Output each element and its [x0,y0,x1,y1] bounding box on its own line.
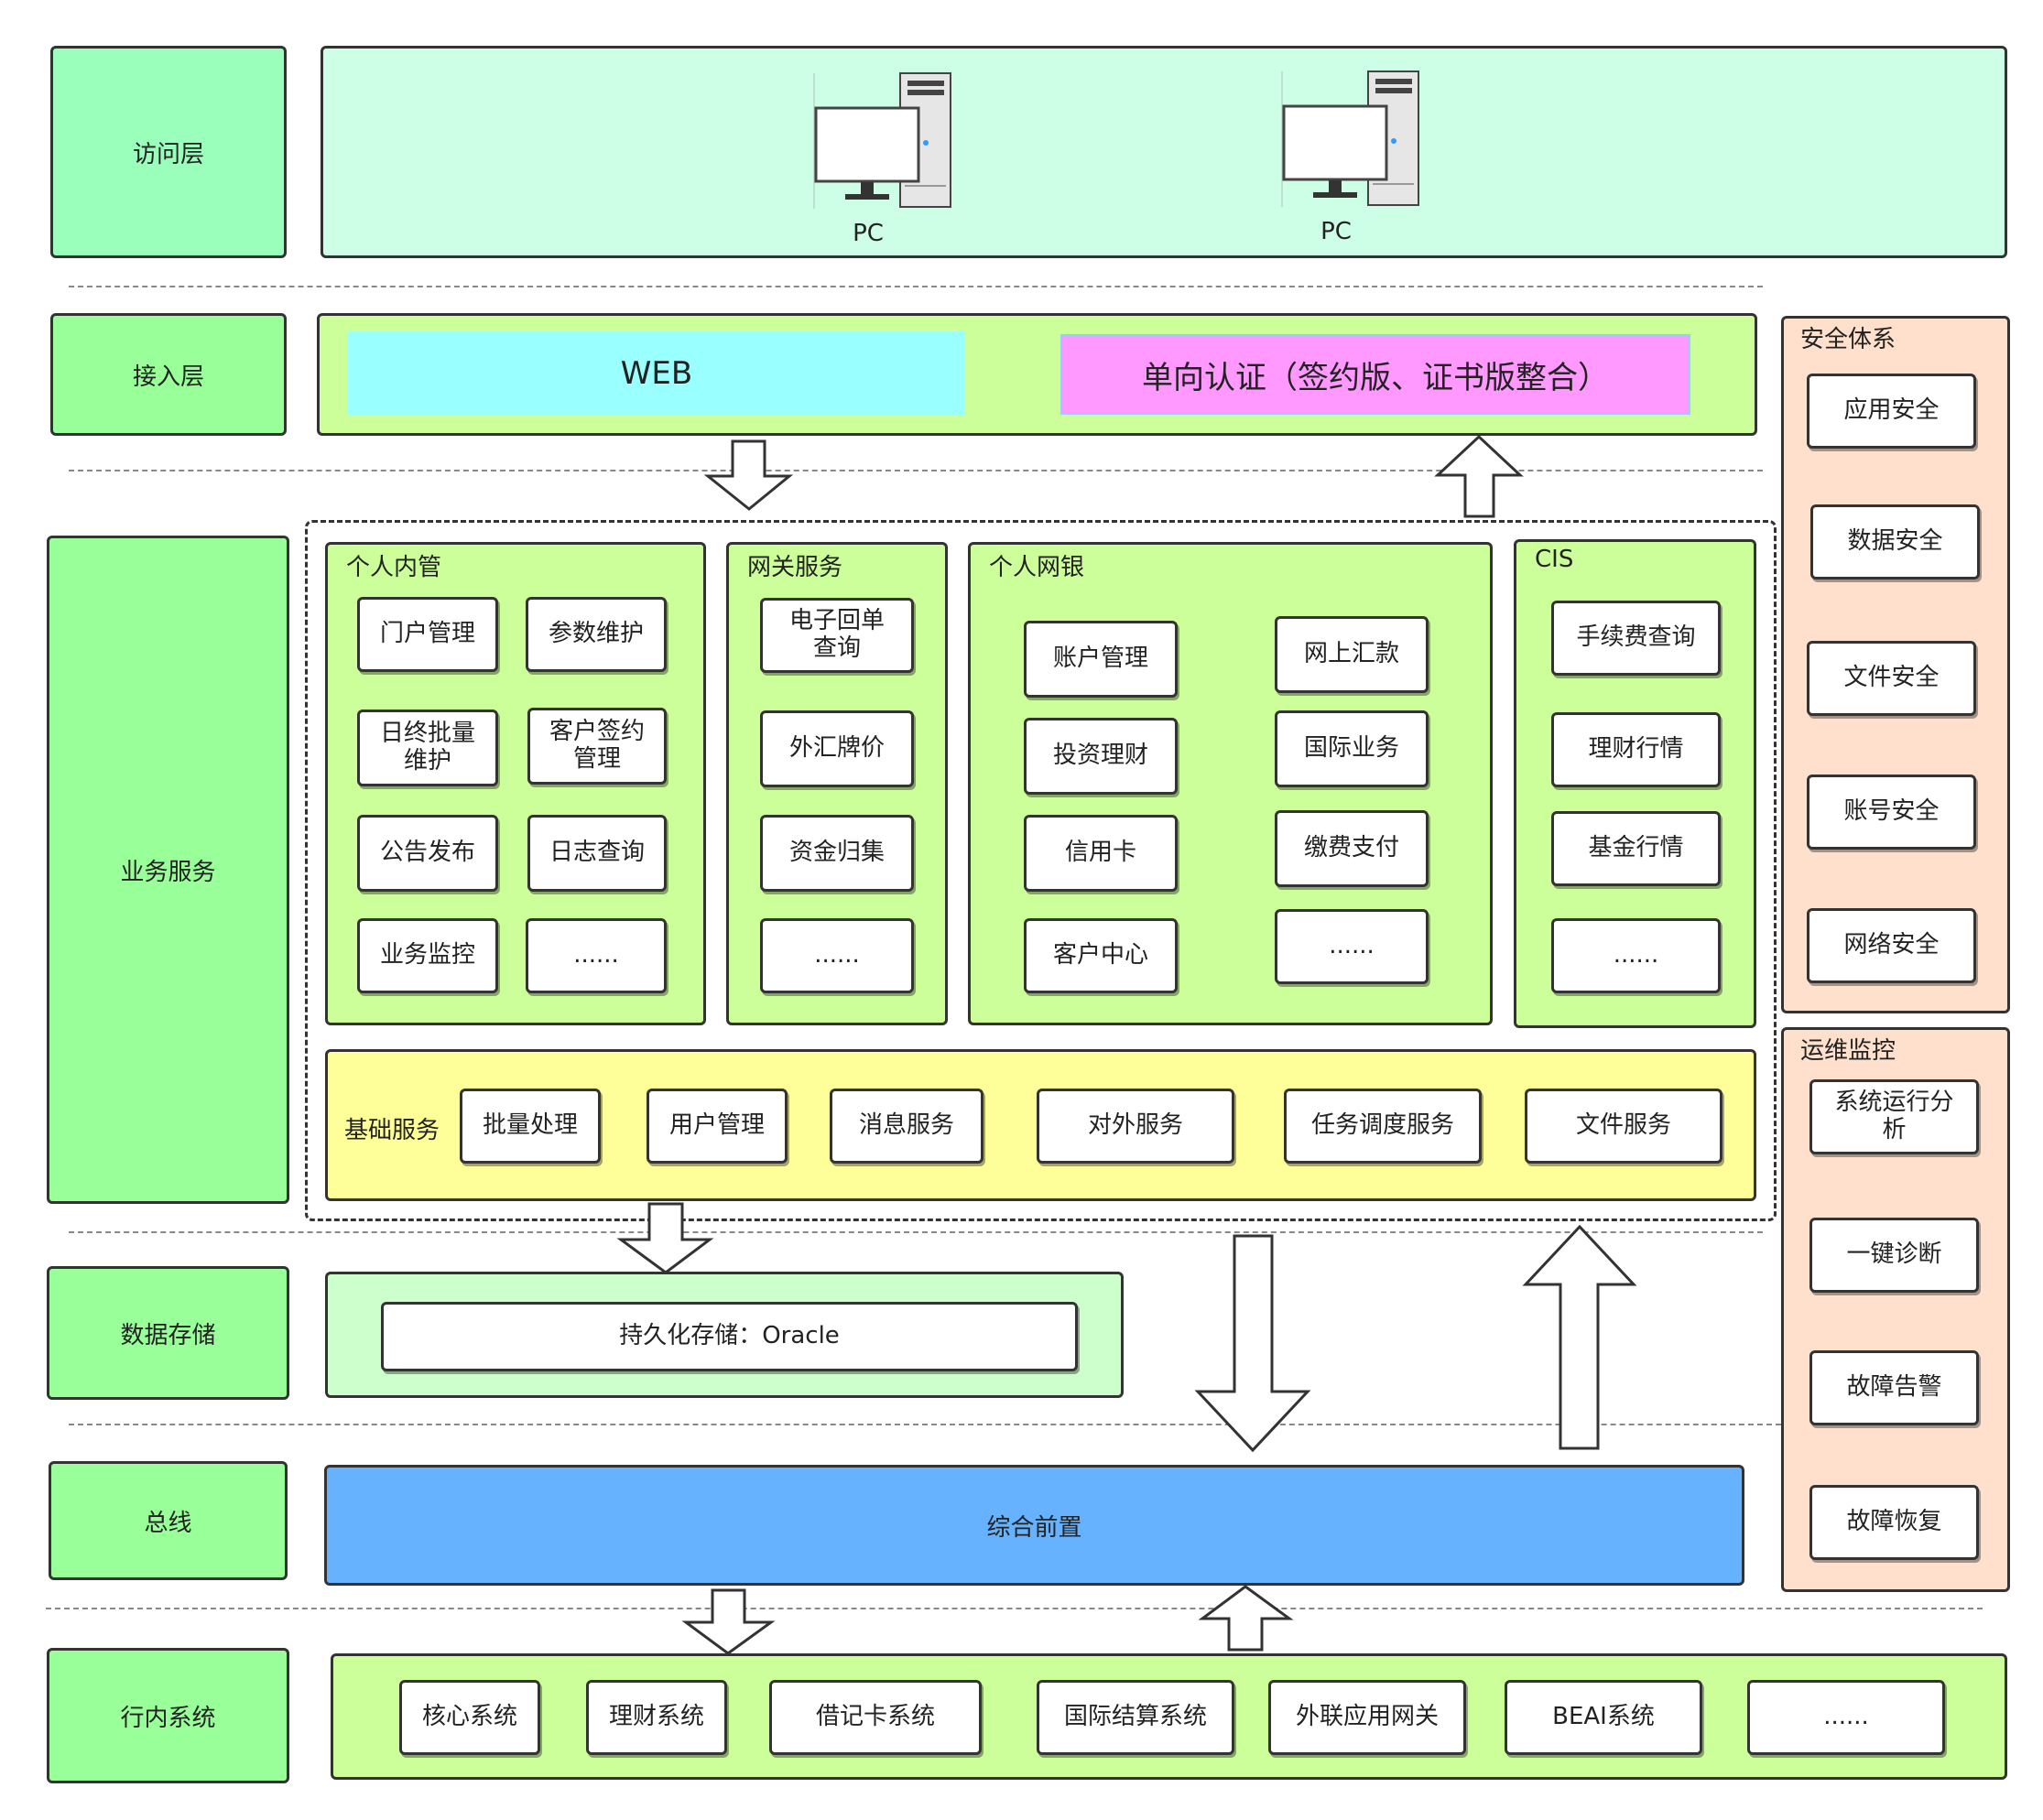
layer-label-access: 访问层 [50,46,287,258]
security-box[interactable]: 账号安全 [1807,775,1976,850]
panel-title: 网关服务 [747,554,843,581]
pc-label: PC [853,220,884,247]
service-box[interactable]: 消息服务 [830,1089,983,1164]
separator [69,1231,1763,1233]
panel-title: 个人内管 [346,554,442,581]
system-box[interactable]: 核心系统 [399,1680,540,1755]
access-panel: PC PC [321,46,2007,258]
separator [69,286,1763,287]
separator [69,470,1763,471]
arrow-up [1522,1224,1637,1450]
arrow-up [1198,1585,1294,1652]
module-box[interactable]: 手续费查询 [1551,601,1721,676]
module-box[interactable]: 账户管理 [1024,621,1178,698]
service-box[interactable]: 文件服务 [1525,1089,1722,1164]
arrow-down [1194,1234,1311,1453]
service-box[interactable]: 批量处理 [460,1089,601,1164]
panel-title: 个人网银 [989,554,1085,581]
panel-title: CIS [1535,546,1574,573]
arrow-down [703,439,794,511]
pc-2: PC [1281,70,1428,245]
bus-panel: 综合前置 [324,1465,1744,1586]
module-box[interactable]: 外汇牌价 [760,710,914,787]
service-box[interactable]: 任务调度服务 [1284,1089,1482,1164]
pc-label: PC [1320,218,1352,245]
module-box[interactable]: 日志查询 [527,815,667,892]
security-box[interactable]: 应用安全 [1807,374,1976,449]
layer-label-business: 业务服务 [47,536,289,1204]
system-box[interactable]: 外联应用网关 [1268,1680,1466,1755]
service-box[interactable]: 对外服务 [1037,1089,1234,1164]
module-box[interactable]: 网上汇款 [1275,616,1429,693]
system-box[interactable]: ...... [1747,1680,1945,1755]
pc-icon [1281,70,1419,207]
module-box[interactable]: ...... [1275,909,1429,984]
system-box[interactable]: 借记卡系统 [769,1680,982,1755]
module-box[interactable]: ...... [1551,918,1721,993]
arrow-down [681,1588,776,1655]
pc-1: PC [813,71,960,247]
layer-label-ingress: 接入层 [50,313,287,436]
module-box[interactable]: 电子回单查询 [760,598,914,673]
auth-box: 单向认证（签约版、证书版整合） [1060,334,1690,415]
ops-box[interactable]: 一键诊断 [1809,1218,1979,1293]
panel-title: 运维监控 [1800,1037,1896,1065]
system-box[interactable]: 理财系统 [586,1680,727,1755]
ops-box[interactable]: 故障告警 [1809,1350,1979,1425]
module-box[interactable]: 参数维护 [526,597,667,672]
module-box[interactable]: 资金归集 [760,815,914,892]
panel-title: 基础服务 [344,1117,440,1144]
security-box[interactable]: 文件安全 [1807,641,1976,716]
module-box[interactable]: ...... [526,918,667,993]
module-box[interactable]: 理财行情 [1551,712,1721,787]
panel-title: 安全体系 [1800,326,1896,353]
arrow-up [1434,434,1524,518]
system-box[interactable]: 国际结算系统 [1037,1680,1234,1755]
module-box[interactable]: ...... [760,918,914,993]
ops-box[interactable]: 系统运行分析 [1809,1079,1979,1154]
security-box[interactable]: 数据安全 [1810,504,1980,580]
service-box[interactable]: 用户管理 [647,1089,788,1164]
module-box[interactable]: 基金行情 [1551,811,1721,886]
web-box: WEB [348,331,965,416]
module-box[interactable]: 投资理财 [1024,718,1178,795]
storage-box[interactable]: 持久化存储：Oracle [381,1302,1078,1371]
layer-label-internal: 行内系统 [47,1648,289,1783]
business-container [305,520,1777,1221]
module-box[interactable]: 门户管理 [357,597,498,672]
module-box[interactable]: 信用卡 [1024,815,1178,892]
separator [69,1424,1781,1425]
security-box[interactable]: 网络安全 [1807,908,1976,983]
module-box[interactable]: 客户中心 [1024,918,1178,993]
system-box[interactable]: BEAI系统 [1505,1680,1702,1755]
module-box[interactable]: 日终批量维护 [357,710,498,786]
module-box[interactable]: 公告发布 [357,815,498,892]
layer-label-storage: 数据存储 [47,1266,289,1400]
ops-box[interactable]: 故障恢复 [1809,1485,1979,1560]
pc-icon [813,72,951,209]
module-box[interactable]: 国际业务 [1275,710,1429,787]
module-box[interactable]: 缴费支付 [1275,810,1429,887]
arrow-down [616,1202,714,1274]
module-box[interactable]: 业务监控 [357,918,498,993]
module-box[interactable]: 客户签约管理 [527,708,667,785]
separator [46,1608,1983,1609]
layer-label-bus: 总线 [49,1461,288,1580]
